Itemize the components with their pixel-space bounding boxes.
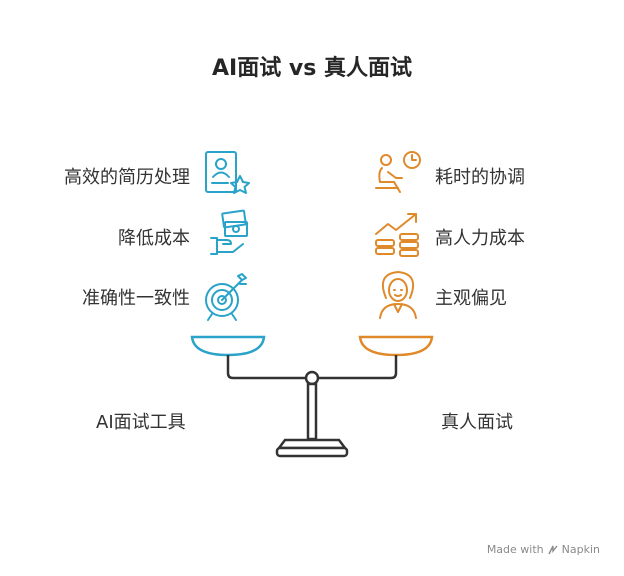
left-label-3: 准确性一致性 [82, 288, 190, 309]
resume-star-icon [205, 151, 250, 194]
scale-base [275, 446, 349, 458]
page-title: AI面试 vs 真人面试 [212, 56, 412, 81]
woman-face-icon [379, 271, 417, 319]
right-pan [358, 335, 434, 357]
person-clock-icon [375, 151, 421, 193]
left-caption: AI面试工具 [96, 412, 186, 433]
right-label-2: 高人力成本 [435, 228, 525, 249]
coins-growth-icon [375, 213, 419, 257]
left-label-1: 高效的简历处理 [64, 167, 190, 188]
scale-stand [306, 382, 318, 441]
right-label-1: 耗时的协调 [435, 167, 525, 188]
target-arrow-icon [205, 273, 247, 321]
footer-brand: Napkin [561, 543, 600, 556]
scale-pivot [304, 370, 320, 386]
napkin-logo-icon [548, 545, 558, 554]
right-label-3: 主观偏见 [435, 288, 507, 309]
hand-money-icon [210, 209, 248, 255]
left-pan [190, 335, 266, 357]
left-label-2: 降低成本 [118, 228, 190, 249]
footer-credit: Made with Napkin [487, 543, 600, 556]
right-caption: 真人面试 [441, 412, 513, 433]
footer-text: Made with [486, 543, 544, 556]
